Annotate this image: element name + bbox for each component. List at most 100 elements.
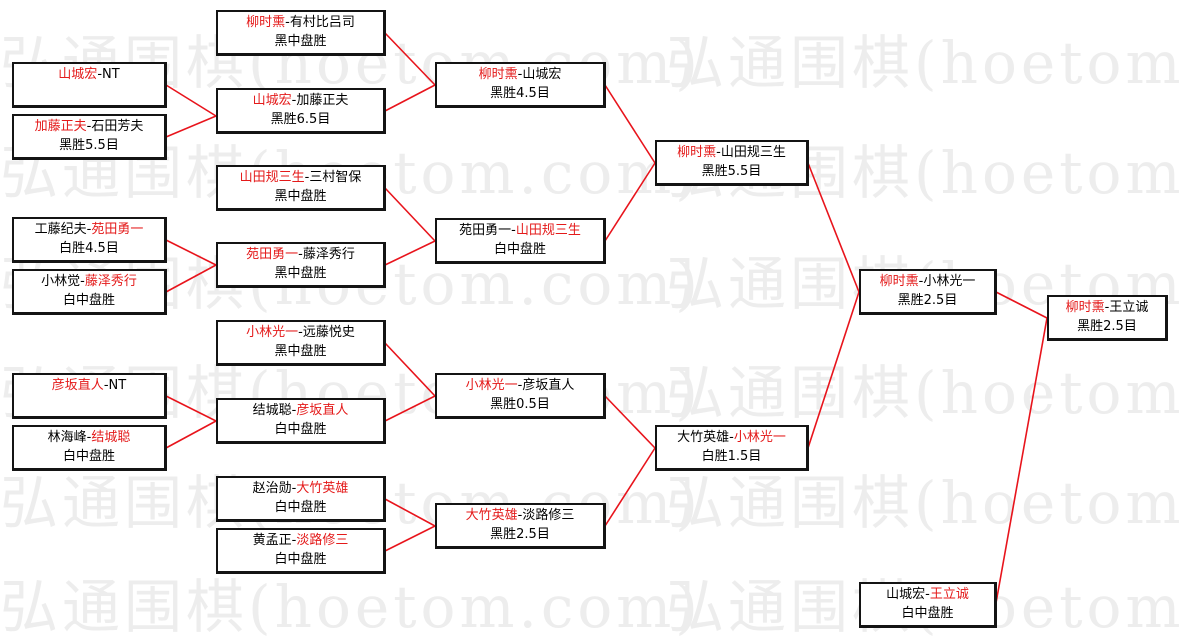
black-player: 柳时熏 <box>478 67 518 82</box>
match-result: 黑胜4.5目 <box>490 86 550 101</box>
black-player: 林海峰 <box>47 430 87 445</box>
white-player: 远藤悦史 <box>302 325 355 340</box>
match-box: 柳时熏-山城宏 黑胜4.5目 <box>435 62 606 108</box>
black-player: 柳时熏 <box>677 145 717 160</box>
white-player: 藤泽秀行 <box>84 274 137 289</box>
connector-line <box>165 239 217 266</box>
match-result: 白中盘胜 <box>274 552 327 567</box>
match-box: 工藤纪夫-苑田勇一 白胜4.5目 <box>12 217 167 263</box>
match-result: 黑中盘胜 <box>274 189 327 204</box>
white-player: 王立诚 <box>929 587 969 602</box>
match-box: 小林觉-藤泽秀行 白中盘胜 <box>12 269 167 315</box>
match-result: 白中盘胜 <box>274 422 327 437</box>
black-player: 结城聪 <box>252 403 292 418</box>
white-player: 石田芳夫 <box>91 119 144 134</box>
match-box: 结城聪-彦坂直人 白中盘胜 <box>216 398 386 444</box>
white-player: 王立诚 <box>1109 300 1149 315</box>
connector-line <box>384 342 436 397</box>
match-box: 柳时熏-有村比吕司 黑中盘胜 <box>216 10 386 56</box>
match-result: 黑中盘胜 <box>274 344 327 359</box>
match-box: 加藤正夫-石田芳夫 黑胜5.5目 <box>12 114 167 160</box>
black-player: 彦坂直人 <box>51 378 104 393</box>
white-player: 山城宏 <box>522 67 562 82</box>
black-player: 赵治勋 <box>252 481 292 496</box>
match-box: 大竹英雄-小林光一 白胜1.5目 <box>655 425 809 471</box>
connector-line <box>384 525 436 552</box>
black-player: 柳时熏 <box>246 15 286 30</box>
white-player: 三村智保 <box>309 170 362 185</box>
connector-line <box>165 395 217 422</box>
match-result: 黑胜5.5目 <box>701 164 762 179</box>
black-player: 小林觉 <box>41 274 81 289</box>
match-box: 苑田勇一-藤泽秀行 黑中盘胜 <box>216 242 386 288</box>
match-result: 白胜1.5目 <box>701 449 762 464</box>
white-player: NT <box>108 378 127 393</box>
match-box: 山城宏-加藤正夫 黑胜6.5目 <box>216 88 386 134</box>
white-player: 小林光一 <box>923 274 976 289</box>
match-result: 白中盘胜 <box>901 606 954 621</box>
white-player: 淡路修三 <box>296 533 349 548</box>
match-result: 黑胜0.5目 <box>490 397 550 412</box>
match-box: 山城宏-王立诚 白中盘胜 <box>859 582 997 628</box>
match-result: 黑中盘胜 <box>274 34 327 49</box>
black-player: 大竹英雄 <box>677 430 730 445</box>
white-player: 藤泽秀行 <box>302 247 355 262</box>
match-box: 山田规三生-三村智保 黑中盘胜 <box>216 165 386 211</box>
match-box: 林海峰-结城聪 白中盘胜 <box>12 425 167 471</box>
match-box: 柳时熏-小林光一 黑胜2.5目 <box>859 269 997 315</box>
black-player: 柳时熏 <box>879 274 919 289</box>
connector-line <box>604 447 656 527</box>
connector-line <box>165 264 217 293</box>
match-result: 白中盘胜 <box>493 242 546 257</box>
black-player: 小林光一 <box>465 378 518 393</box>
black-player: 柳时熏 <box>1065 300 1105 315</box>
black-player: 工藤纪夫 <box>34 222 87 237</box>
white-player: 彦坂直人 <box>296 403 349 418</box>
white-player: NT <box>102 67 120 82</box>
match-result: 黑胜6.5目 <box>270 112 331 127</box>
final-match-box: 柳时熏-王立诚 黑胜2.5目 <box>1047 295 1168 341</box>
connector-line <box>807 162 860 293</box>
white-player: 苑田勇一 <box>91 222 144 237</box>
connector-line <box>384 32 436 86</box>
white-player: 有村比吕司 <box>289 15 355 30</box>
match-result: 黑胜2.5目 <box>897 293 958 308</box>
match-box: 赵治勋-大竹英雄 白中盘胜 <box>216 476 386 522</box>
connector-line <box>807 291 860 449</box>
match-box: 小林光一-彦坂直人 黑胜0.5目 <box>435 373 606 419</box>
match-box: 彦坂直人-NT <box>12 373 167 419</box>
black-player: 山城宏 <box>886 587 926 602</box>
connector-line <box>384 187 436 242</box>
connector-line <box>995 317 1048 604</box>
match-box: 大竹英雄-淡路修三 黑胜2.5目 <box>435 503 606 549</box>
match-box: 小林光一-远藤悦史 黑中盘胜 <box>216 320 386 366</box>
white-player: 淡路修三 <box>522 508 575 523</box>
black-player: 加藤正夫 <box>34 119 87 134</box>
connector-line <box>384 240 436 266</box>
white-player: 结城聪 <box>91 430 131 445</box>
white-player: 彦坂直人 <box>522 378 575 393</box>
black-player: 山田规三生 <box>239 170 305 185</box>
white-player: 加藤正夫 <box>296 93 349 108</box>
white-player: 小林光一 <box>733 430 786 445</box>
match-box: 苑田勇一-山田规三生 白中盘胜 <box>435 218 606 264</box>
black-player: 山城宏 <box>58 67 98 82</box>
connector-line <box>384 84 436 112</box>
connector-line <box>384 395 436 422</box>
connector-line <box>165 115 217 138</box>
connector-line <box>165 420 217 449</box>
connector-line <box>165 84 217 117</box>
match-result: 白中盘胜 <box>62 293 115 308</box>
match-result: 白胜4.5目 <box>59 241 119 256</box>
connector-line <box>384 498 436 527</box>
match-box: 柳时熏-山田规三生 黑胜5.5目 <box>655 140 809 186</box>
match-result: 黑胜2.5目 <box>1077 319 1137 334</box>
connector-line <box>995 291 1048 319</box>
white-player: 山田规三生 <box>720 145 786 160</box>
match-result: 白中盘胜 <box>62 449 115 464</box>
connector-line <box>604 162 656 242</box>
white-player: 大竹英雄 <box>296 481 349 496</box>
white-player: 山田规三生 <box>515 223 581 238</box>
